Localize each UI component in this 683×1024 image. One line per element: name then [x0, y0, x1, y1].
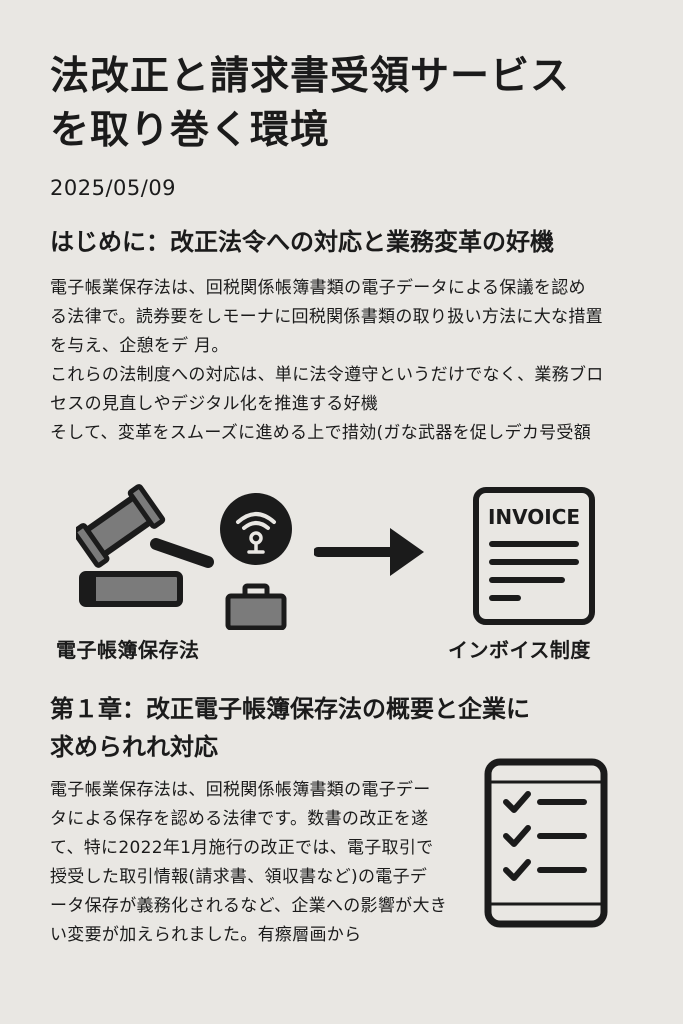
- page-title: 法改正と請求書受領サービス を取り巻く環境: [50, 50, 650, 158]
- intro-heading: はじめに：改正法令への対応と業務変革の好機: [50, 228, 554, 256]
- title-line-1: 法改正と請求書受領サービス: [50, 54, 571, 99]
- briefcase-icon: [225, 583, 287, 630]
- intro-line: 電子帳業保存法は、回税関係帳簿書類の電子データによる保議を認め: [50, 278, 586, 298]
- chapter1-line: 電子帳業保存法は、回税関係帳簿書類の電子デー: [50, 780, 431, 800]
- ebook-law-label: 電子帳簿保存法: [56, 638, 200, 662]
- invoice-system-label: インボイス制度: [448, 638, 591, 662]
- tablet-checklist-icon: [484, 758, 608, 928]
- intro-line: を与え、企憩をデ 月。: [50, 336, 229, 356]
- invoice-text: INVOICE: [488, 505, 580, 529]
- chapter1-paragraph: 電子帳業保存法は、回税関係帳簿書類の電子デー タによる保存を認める法律です。数書…: [50, 776, 470, 950]
- invoice-document-icon: INVOICE: [473, 487, 595, 625]
- intro-line: セスの見直しやデジタル化を推進する好機: [50, 394, 379, 414]
- chapter1-heading: 第１章：改正電子帳簿保存法の概要と企業に 求められれ対応: [50, 690, 610, 766]
- arrow-right-icon: [314, 528, 424, 576]
- wireless-signal-icon: [220, 493, 292, 565]
- chapter1-line: て、特に2022年1月施行の改正では、電子取引で: [50, 838, 434, 858]
- chapter1-heading-line-2: 求められれ対応: [50, 733, 218, 761]
- intro-line: る法律で。読券要をしモーナに回税関係書類の取り扱い方法に大な措置: [50, 307, 603, 327]
- intro-paragraph: 電子帳業保存法は、回税関係帳簿書類の電子データによる保議を認め る法律で。読券要…: [50, 274, 646, 448]
- intro-line: これらの法制度への対応は、単に法令遵守というだけでなく、業務ブロ: [50, 365, 604, 385]
- title-line-2: を取り巻く環境: [50, 108, 331, 153]
- chapter1-line: ータ保存が義務化されるなど、企業への影響が大き: [50, 896, 448, 916]
- intro-line: そして、変革をスムーズに進める上で措効(ガな武器を促しデカ号受額: [50, 423, 592, 443]
- chapter1-line: タによる保存を認める法律です。数書の改正を遂: [50, 809, 429, 829]
- chapter1-line: 授受した取引情報(請求書、領収書など)の電子デ: [50, 867, 428, 887]
- chapter1-heading-line-1: 第１章：改正電子帳簿保存法の概要と企業に: [50, 695, 530, 723]
- publish-date: 2025/05/09: [50, 176, 177, 200]
- chapter1-line: い変要が加えられました。有瘵層画から: [50, 925, 362, 945]
- gavel-icon: [76, 484, 214, 607]
